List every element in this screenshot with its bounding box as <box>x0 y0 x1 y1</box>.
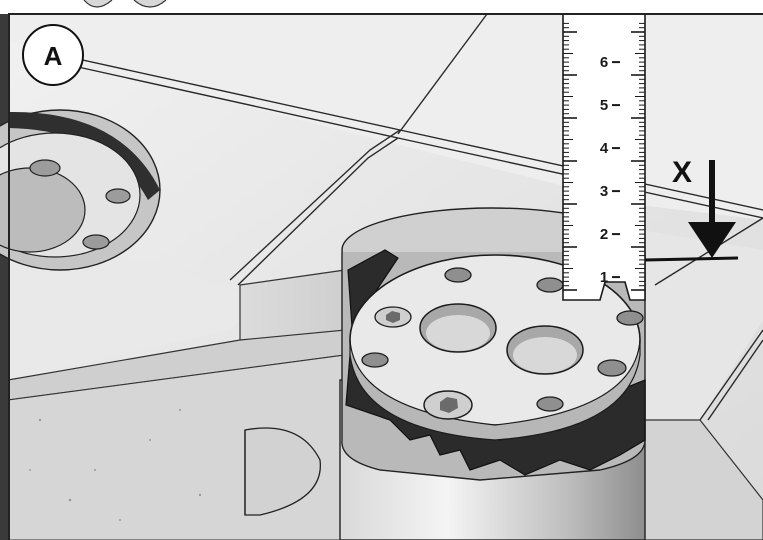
dimension-reference-line <box>644 256 739 262</box>
upper-left-mount <box>0 109 161 271</box>
ruler-tick-label: 5 <box>600 97 608 114</box>
ruler-tick-label: 2 <box>600 226 608 243</box>
ruler-tick-label: 1 <box>600 269 608 286</box>
lower-left-block <box>244 427 321 516</box>
ruler-ticks <box>563 22 645 291</box>
callout-badge: A <box>22 24 84 86</box>
ruler-tick-labels: 6 5 4 3 2 1 <box>600 54 620 286</box>
socket-screws <box>374 306 473 420</box>
dimension-indicator: X <box>644 156 739 262</box>
dimension-label: X <box>672 156 692 189</box>
measuring-ruler: 6 5 4 3 2 1 <box>562 13 646 301</box>
floor-panel-right <box>640 230 763 420</box>
left-bezel <box>0 14 10 540</box>
illustration-frame: 6 5 4 3 2 1 X A <box>0 13 763 540</box>
dimension-arrow-head <box>688 222 736 258</box>
ruler-tick-label: 4 <box>600 140 609 157</box>
surface-speckles <box>29 409 252 521</box>
ruler-tick-label: 6 <box>600 54 608 71</box>
top-strip <box>0 0 763 14</box>
mounting-holes <box>361 267 644 412</box>
callout-label: A <box>44 41 63 71</box>
ruler-tick-label: 3 <box>600 183 608 200</box>
